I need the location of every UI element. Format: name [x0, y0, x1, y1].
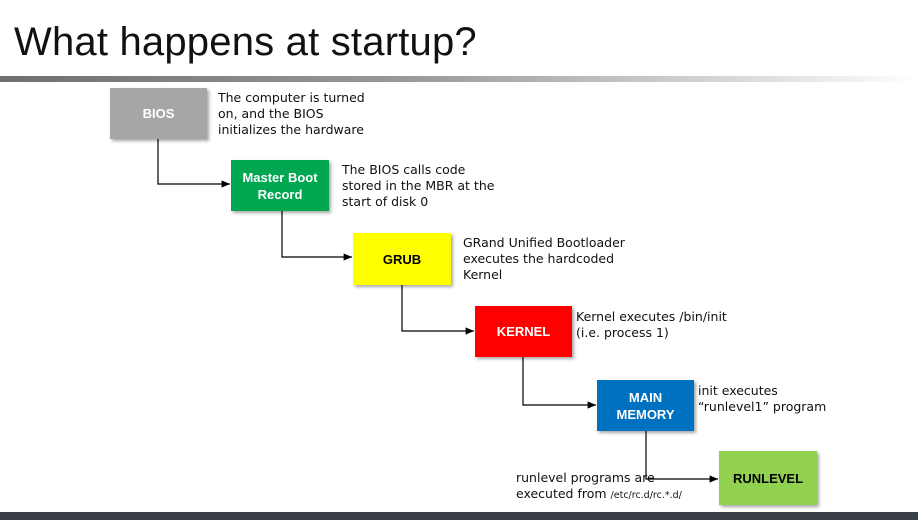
footer-bar: [0, 512, 918, 520]
rc-path-text: /etc/rc.d/rc.*.d/: [610, 490, 682, 501]
main-memory-box: MAIN MEMORY: [597, 380, 694, 431]
connector-mbr-grub: [281, 211, 352, 261]
grub-box: GRUB: [353, 233, 451, 285]
runlevel-description: runlevel programs are executed from /etc…: [516, 470, 682, 504]
connector-grub-kernel: [401, 285, 474, 335]
bios-description: The computer is turned on, and the BIOS …: [218, 90, 365, 138]
grub-label: GRUB: [382, 251, 422, 267]
description-line: runlevel programs are: [516, 470, 655, 485]
kernel-description: Kernel executes /bin/init (i.e. process …: [576, 309, 727, 341]
description-line: Kernel: [463, 267, 503, 282]
main-memory-label-line: MAIN: [628, 389, 663, 405]
main-memory-description: init executes “runlevel1” program: [698, 383, 826, 415]
mbr-description: The BIOS calls code stored in the MBR at…: [342, 162, 494, 210]
main-memory-label-line: MEMORY: [616, 406, 675, 422]
description-line: stored in the MBR at the: [342, 178, 495, 193]
description-line: (i.e. process 1): [576, 325, 669, 340]
description-line: “runlevel1” program: [698, 399, 827, 414]
mbr-label-line: Record: [257, 186, 303, 202]
bios-label: BIOS: [142, 106, 175, 121]
description-line: initializes the hardware: [218, 122, 364, 137]
connector-kernel-mainmemory: [522, 357, 596, 409]
kernel-label: KERNEL: [496, 324, 551, 339]
kernel-box: KERNEL: [475, 306, 572, 357]
description-line: start of disk 0: [342, 194, 429, 209]
runlevel-label: RUNLEVEL: [732, 470, 804, 486]
description-line: GRand Unified Bootloader: [463, 235, 625, 250]
description-line: executes the hardcoded: [463, 251, 615, 266]
description-line: The BIOS calls code: [342, 162, 466, 177]
slide-title: What happens at startup?: [14, 20, 477, 64]
bios-box: BIOS: [110, 88, 207, 139]
description-line: on, and the BIOS: [218, 106, 324, 121]
connector-mainmemory-runlevel: [645, 431, 718, 483]
mbr-label-line: Master Boot: [242, 169, 318, 185]
title-underline: [0, 76, 918, 82]
description-line: init executes: [698, 383, 778, 398]
runlevel-box: RUNLEVEL: [719, 451, 817, 505]
mbr-box: Master Boot Record: [231, 160, 329, 211]
description-line: executed from /etc/rc.d/rc.*.d/: [516, 486, 682, 504]
connector-bios-mbr: [157, 139, 230, 188]
description-line: Kernel executes /bin/init: [576, 309, 727, 324]
description-text: executed from: [516, 486, 607, 501]
description-line: The computer is turned: [218, 90, 365, 105]
grub-description: GRand Unified Bootloader executes the ha…: [463, 235, 625, 283]
